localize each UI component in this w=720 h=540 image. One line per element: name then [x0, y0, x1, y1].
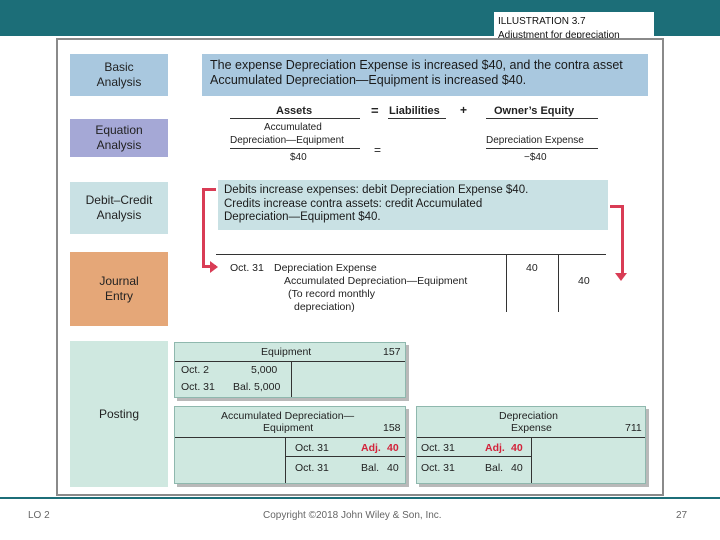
account-accumulated-depreciation: Accumulated Depreciation— Equipment 158 …: [174, 406, 406, 484]
label-basic-analysis: Basic Analysis: [70, 54, 168, 96]
right-bracket-arrow: [610, 205, 624, 275]
eq-asset-account-line1: Accumulated: [264, 122, 322, 133]
account-equipment: Equipment 157 Oct. 2 5,000 Oct. 31 Bal. …: [174, 342, 406, 398]
dep-exp-row1-date: Oct. 31: [421, 442, 455, 454]
eq-liabilities: Liabilities: [389, 105, 440, 117]
dep-exp-title-line1: Depreciation: [499, 410, 558, 422]
dep-exp-row2-amount: 40: [511, 462, 523, 474]
equipment-row2-amount: Bal. 5,000: [233, 381, 281, 393]
dep-exp-sum-rule: [417, 456, 531, 457]
journal-debit-account: Depreciation Expense: [274, 262, 377, 274]
equipment-row1-date: Oct. 2: [181, 364, 210, 376]
accum-dep-row1-date: Oct. 31: [295, 442, 329, 454]
left-bracket-arrow: [202, 188, 216, 268]
journal-memo-line1: (To record monthly: [288, 288, 375, 300]
footer-divider: [0, 497, 720, 499]
eq-liabilities-underline: [388, 118, 446, 119]
illustration-number: ILLUSTRATION 3.7: [498, 16, 586, 27]
label-journal-entry: Journal Entry: [70, 252, 168, 326]
page-number: 27: [676, 510, 688, 521]
dep-exp-t-line: [531, 437, 532, 483]
equipment-top-rule: [175, 361, 405, 362]
label-posting: Posting: [70, 341, 168, 487]
journal-col-divider-1: [506, 254, 507, 312]
eq-assets-underline: [230, 118, 360, 119]
illustration-frame: Basic Analysis Equation Analysis Debit–C…: [56, 38, 664, 496]
dep-exp-title-line2: Expense: [511, 422, 552, 434]
right-arrowhead-icon: [615, 273, 627, 281]
eq-plus: +: [460, 103, 468, 117]
equipment-number: 157: [383, 346, 401, 358]
equipment-row2-date: Oct. 31: [181, 381, 215, 393]
eq-equity-underline: [486, 118, 598, 119]
accum-dep-row2-amount: 40: [387, 462, 399, 474]
eq-asset-account-line2: Depreciation—Equipment: [230, 135, 344, 146]
dep-exp-row2-date: Oct. 31: [421, 462, 455, 474]
debit-credit-line3: Depreciation—Equipment $40.: [224, 211, 381, 223]
journal-credit-amount: 40: [578, 275, 590, 287]
label-debit-credit-analysis: Debit–Credit Analysis: [70, 182, 168, 234]
accum-dep-number: 158: [383, 422, 401, 434]
eq-asset-amount: $40: [290, 152, 307, 163]
accum-dep-title-line1: Accumulated Depreciation—: [221, 410, 355, 422]
eq-asset-account-underline: [230, 148, 360, 149]
copyright-text: Copyright ©2018 John Wiley & Son, Inc.: [263, 510, 442, 521]
dep-exp-row1-amount: 40: [511, 442, 523, 454]
accum-dep-t-line: [285, 437, 286, 483]
dep-exp-row1-label: Adj.: [485, 442, 505, 454]
basic-analysis-text: The expense Depreciation Expense is incr…: [202, 54, 648, 96]
accum-dep-row2-date: Oct. 31: [295, 462, 329, 474]
journal-date: Oct. 31: [230, 262, 264, 274]
illustration-caption: Adjustment for depreciation: [498, 30, 620, 41]
journal-debit-amount: 40: [526, 262, 538, 274]
accum-dep-sum-rule: [286, 456, 405, 457]
journal-col-divider-2: [558, 254, 559, 312]
eq-equity-account-underline: [486, 148, 598, 149]
accum-dep-row1-amount: 40: [387, 442, 399, 454]
journal-memo-line2: depreciation): [294, 301, 355, 313]
eq-equity-account: Depreciation Expense: [486, 135, 584, 146]
equipment-t-line: [291, 361, 292, 397]
label-equation-analysis: Equation Analysis: [70, 119, 168, 157]
eq-equals: =: [371, 103, 379, 118]
equipment-title: Equipment: [261, 346, 312, 358]
eq-assets: Assets: [276, 105, 313, 117]
learning-objective: LO 2: [28, 510, 50, 521]
dep-exp-number: 711: [625, 422, 642, 434]
left-arrowhead-icon: [210, 261, 218, 273]
eq-owners-equity: Owner’s Equity: [494, 105, 575, 117]
accum-dep-top-rule: [175, 437, 405, 438]
equipment-row1-amount: 5,000: [251, 364, 278, 376]
journal-top-rule: [216, 254, 606, 255]
accum-dep-row1-label: Adj.: [361, 442, 381, 454]
dep-exp-row2-label: Bal.: [485, 462, 504, 474]
account-depreciation-expense: Depreciation Expense 711 Oct. 31 Adj. 40…: [416, 406, 646, 484]
debit-credit-line2: Credits increase contra assets: credit A…: [224, 197, 483, 210]
accum-dep-row2-label: Bal.: [361, 462, 380, 474]
debit-credit-text: Debits increase expenses: debit Deprecia…: [218, 180, 608, 230]
eq-equity-amount: −$40: [524, 152, 547, 163]
journal-credit-account: Accumulated Depreciation—Equipment: [284, 275, 468, 287]
debit-credit-line1: Debits increase expenses: debit Deprecia…: [224, 184, 529, 196]
eq-equals-2: =: [374, 143, 382, 157]
accum-dep-title-line2: Equipment: [263, 422, 314, 434]
